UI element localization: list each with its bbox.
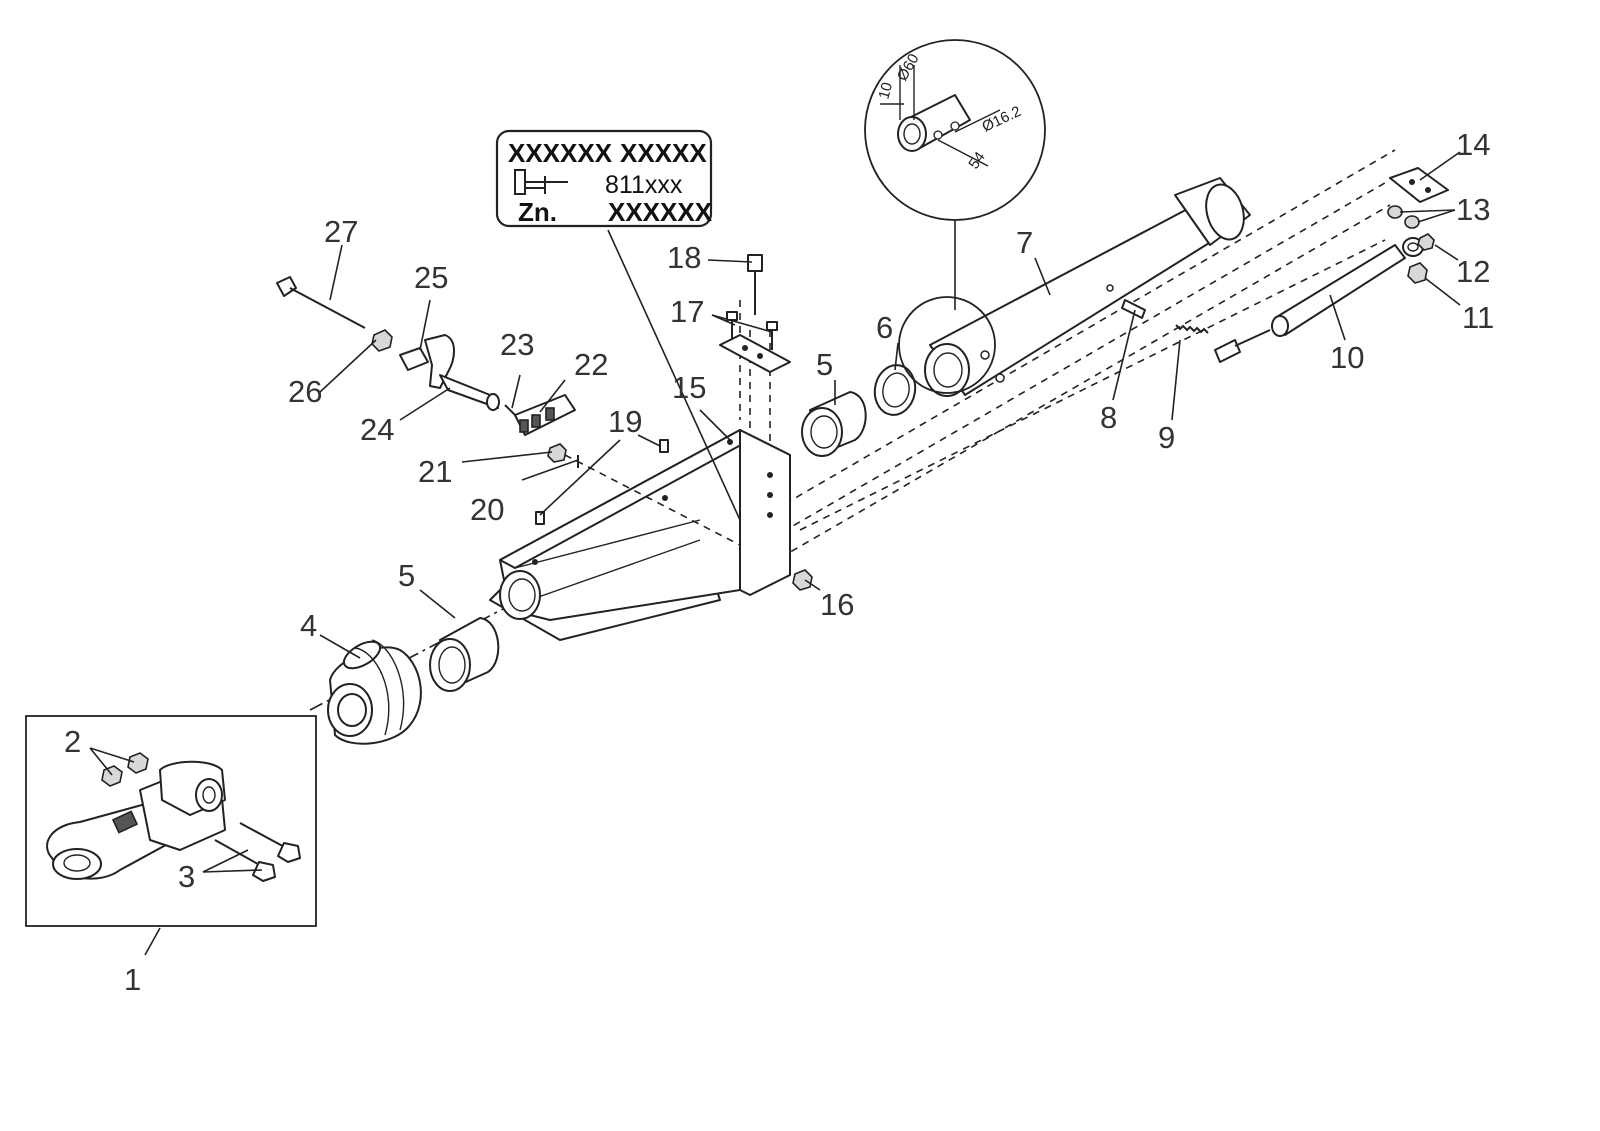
callout-5-right: 5 [816,347,833,382]
detail-view: Ø60 10 Ø16.2 54 [864,39,1046,394]
callout-9: 9 [1158,420,1175,455]
part-9-spring [1175,324,1209,334]
callout-leaders [89,151,1461,956]
detail-dim-54: 54 [965,149,988,172]
label-line3-left: Zn. [518,197,557,227]
part-5-bushing-right [801,391,867,457]
part-22-clevis [514,394,576,436]
part-11-nut [1407,262,1428,284]
label-line1-right: XXXXX [620,138,707,168]
part-15-frame [489,429,791,641]
callout-6: 6 [876,310,893,345]
part-3-bolt-b [214,839,276,882]
part-17-plate-with-bolts [719,311,791,373]
callout-1: 1 [124,962,141,997]
part-16-nut [792,569,813,591]
callout-17: 17 [670,294,704,329]
callout-19: 19 [608,404,642,439]
label-line1-left: XXXXXX [508,138,613,168]
callout-4: 4 [300,608,317,643]
part-10-cylinder [1214,237,1424,363]
callout-26: 26 [288,374,322,409]
callout-23: 23 [500,327,534,362]
pin-axis-line [564,454,741,546]
part-12-nut [1417,233,1435,251]
part-24-shaft [439,374,500,411]
hitch-symbol-icon [514,169,568,195]
part-21-nut [547,443,567,463]
callout-7: 7 [1016,225,1033,260]
detail-source-circle [898,296,996,394]
part-1-drawbar-eye-assembly [25,715,317,927]
callout-8: 8 [1100,400,1117,435]
label-plate-leader [607,229,741,521]
part-7-tube [924,177,1251,397]
part-14-bracket-plate [1389,167,1449,203]
callout-14: 14 [1456,127,1490,162]
part-18-bolt [747,254,763,315]
part-5-bushing-left [429,617,500,692]
part-2-nut-b [127,752,149,774]
part-6-ring [873,364,917,416]
callout-25: 25 [414,260,448,295]
callout-16: 16 [820,587,854,622]
callout-15: 15 [672,370,706,405]
callout-21: 21 [418,454,452,489]
part-25-bracket [399,334,455,389]
callout-20: 20 [470,492,504,527]
label-plate-border [495,129,713,228]
callout-numbers: 1 2 3 4 5 5 6 7 8 9 10 11 12 13 14 15 16… [64,127,1494,997]
callout-13: 13 [1456,192,1490,227]
callout-11: 11 [1462,300,1494,335]
part-2-nut-a [101,765,123,787]
callout-2: 2 [64,724,81,759]
part-27-long-bolt [276,276,366,329]
part-4-rubber-buffer [327,639,422,745]
detail-dim-10: 10 [875,81,896,102]
callout-27: 27 [324,214,358,249]
part-1-box [25,715,317,927]
callout-5-left: 5 [398,558,415,593]
label-plate: XXXXXX XXXXX 811xxx Zn. XXXXXX [495,129,741,521]
callout-24: 24 [360,412,394,447]
callout-18: 18 [667,240,701,275]
part-8-pin [1106,284,1146,319]
part-3-bolt-a [239,822,301,863]
callout-12: 12 [1456,254,1490,289]
assembly-dashed-lines [738,149,1396,576]
callout-22: 22 [574,347,608,382]
part-23-spring-pin [504,404,516,416]
label-line2-right: 811xxx [605,171,683,199]
part-13-washers [1387,205,1420,229]
callout-10: 10 [1330,340,1364,375]
label-line3-right: XXXXXX [608,197,713,227]
callout-3: 3 [178,859,195,894]
